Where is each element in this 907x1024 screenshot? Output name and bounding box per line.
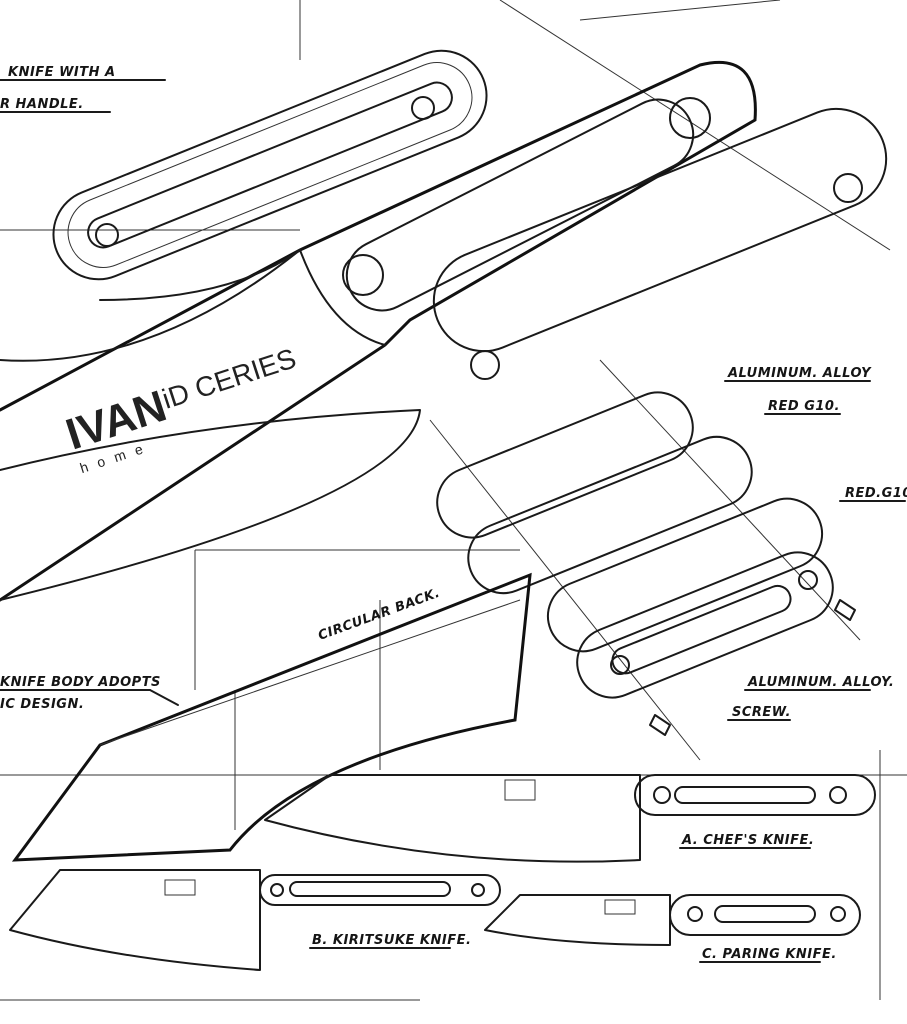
note-line-2: R HANDLE. [0, 97, 84, 112]
callout-aluminum-bottom: ALUMINUM. ALLOY. [747, 675, 894, 690]
chefs-knife [264, 774, 876, 863]
label-chefs-knife: A. CHEF'S KNIFE. [681, 833, 814, 848]
large-blade [11, 572, 532, 862]
label-paring-knife: C. PARING KNIFE. [702, 947, 837, 962]
note-line-1: KNIFE WITH A [8, 65, 116, 80]
kiritsuke-knife [9, 869, 501, 971]
callout-screw: SCREW. [732, 705, 791, 720]
svg-text:iD CERIES: iD CERIES [158, 342, 299, 414]
main-knife [0, 60, 757, 602]
callout-red-g10-b: RED.G10. [845, 486, 907, 501]
construction-lines [0, 0, 907, 1001]
body-note-line-1: KNIFE BODY ADOPTS [0, 675, 161, 690]
paring-knife [484, 894, 861, 946]
body-note-line-2: IC DESIGN. [0, 697, 84, 712]
leader-lines [0, 79, 906, 963]
handle-scale-top [52, 49, 488, 281]
callout-aluminum-top: ALUMINUM. ALLOY [727, 366, 872, 381]
callout-red-g10-a: RED G10. [768, 399, 840, 414]
exploded-handle [432, 107, 888, 736]
label-kiritsuke-knife: B. KIRITSUKE KNIFE. [312, 933, 471, 948]
